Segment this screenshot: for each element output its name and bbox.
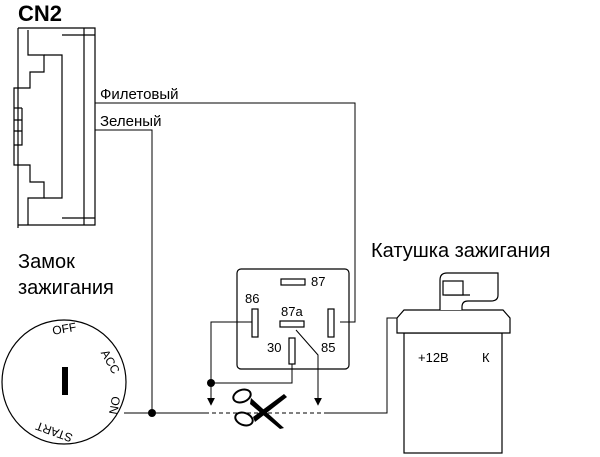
- pin30-wire: [211, 362, 293, 384]
- coil-terminal-plus-label: +12В: [418, 350, 449, 365]
- relay-pin-87a-label: 87a: [281, 304, 303, 319]
- relay-pin-87a-blade: [279, 320, 305, 328]
- relay-pin-86-label: 86: [245, 291, 260, 306]
- junction-dot: [207, 379, 215, 387]
- violet-wire: [95, 102, 356, 323]
- coil-feed-wire: [325, 317, 403, 414]
- green-wire: [95, 129, 153, 413]
- relay-pin-86-blade: [251, 308, 259, 338]
- scissors-icon: [232, 388, 287, 429]
- relay-pin-87-label: 87: [311, 274, 326, 289]
- ignition-coil: [396, 272, 511, 454]
- violet-wire-label: Филетовый: [100, 86, 179, 103]
- green-wire-label: Зеленый: [100, 113, 162, 130]
- pin87a-wire: [295, 329, 322, 406]
- lock-position-off: OFF: [51, 320, 77, 338]
- relay-pin-30-label: 30: [267, 340, 282, 355]
- coil-terminal-k-label: К: [482, 350, 490, 365]
- relay-pin-85-label: 85: [321, 340, 336, 355]
- pin86-wire: [207, 321, 255, 406]
- lock-position-on: ON: [106, 395, 123, 415]
- ignition-lock-label-line2: зажигания: [18, 277, 114, 299]
- cn2-connector: [13, 27, 96, 228]
- relay-pin-30-blade: [288, 337, 296, 365]
- junction-dot: [148, 409, 156, 417]
- relay-pin-85-blade: [327, 308, 335, 338]
- wiring: [95, 102, 403, 414]
- key-slot: [62, 367, 68, 395]
- relay-pin-87-blade: [280, 278, 306, 286]
- connector-title: CN2: [18, 1, 63, 26]
- ignition-coil-label: Катушка зажигания: [371, 240, 551, 262]
- relay: [236, 268, 350, 370]
- ignition-lock: OFF ACC ON START: [1, 319, 127, 445]
- ignition-lock-label-line1: Замок: [18, 251, 75, 273]
